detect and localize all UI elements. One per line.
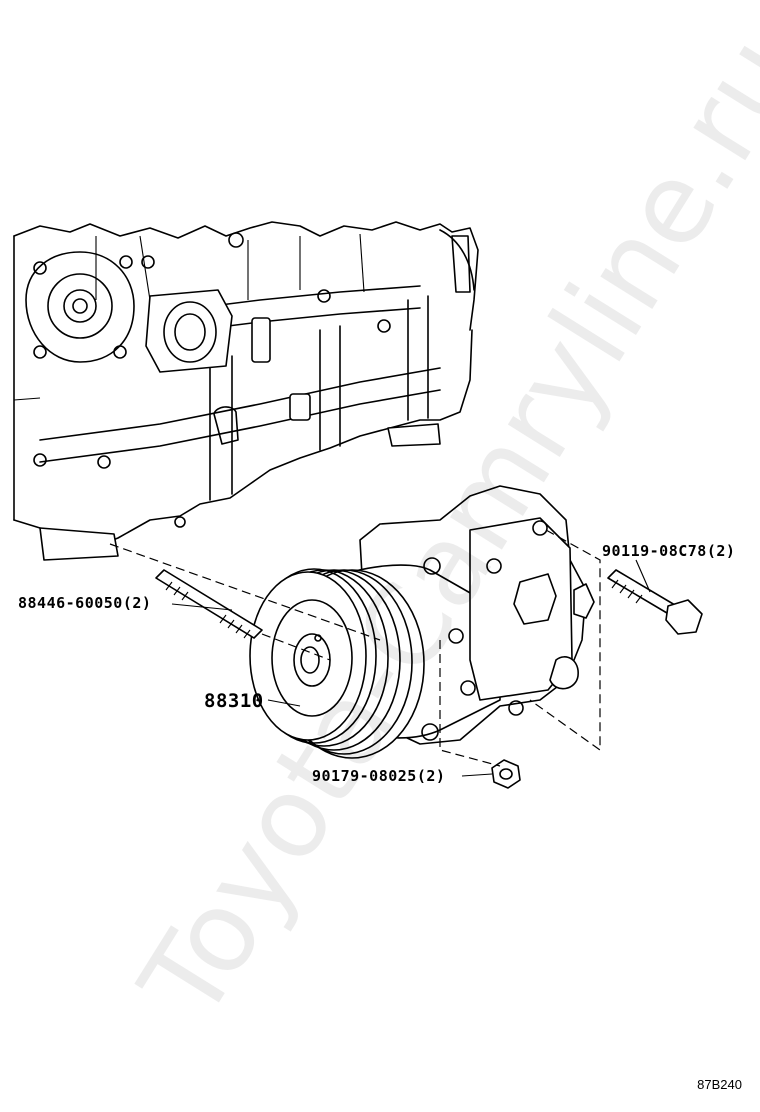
part-number: 88310: [204, 690, 264, 712]
part-number: 90179-08025: [312, 767, 417, 785]
stud-bolt: [155, 569, 263, 639]
leader-lines: [171, 559, 651, 777]
diagram-code: 87B240: [697, 1077, 742, 1092]
assembly-guide-lines: [109, 529, 601, 767]
part-number: 88446-60050: [18, 594, 123, 612]
part-qty: (2): [416, 767, 446, 785]
part-label-stud[interactable]: 88446-60050(2): [18, 594, 151, 612]
part-label-compressor[interactable]: 88310: [204, 690, 264, 712]
part-number: 90119-08C78: [602, 542, 707, 560]
part-qty: (2): [122, 594, 152, 612]
flange-bolt: [607, 569, 703, 635]
flange-nut: [491, 759, 521, 789]
part-label-bolt[interactable]: 90119-08C78(2): [602, 542, 735, 560]
part-qty: (2): [706, 542, 736, 560]
engine-block: [13, 221, 479, 561]
compressor-assembly: [249, 485, 595, 759]
part-label-nut[interactable]: 90179-08025(2): [312, 767, 445, 785]
